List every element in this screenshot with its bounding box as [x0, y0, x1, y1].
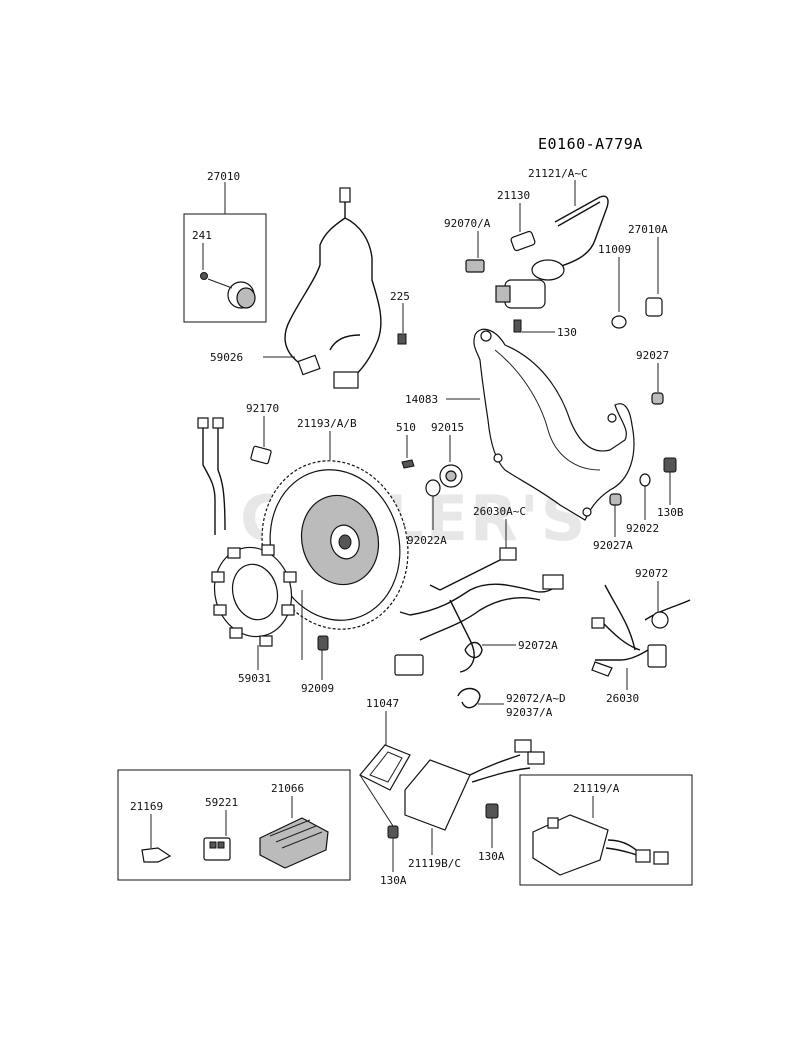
label-21121: 21121/A~C — [528, 167, 588, 180]
label-21066: 21066 — [271, 782, 304, 795]
label-59031: 59031 — [238, 672, 271, 685]
label-130: 130 — [557, 326, 577, 339]
part-26030-harness — [591, 584, 691, 677]
label-92072A: 92072A — [518, 639, 558, 652]
label-92070: 92070/A — [444, 217, 491, 230]
diagram-code: E0160-A779A — [538, 135, 643, 153]
label-510: 510 — [396, 421, 416, 434]
label-27010A: 27010A — [628, 223, 668, 236]
part-11047-regulator — [359, 739, 545, 831]
label-92072AD: 92072/A~D — [506, 692, 566, 705]
label-21130: 21130 — [497, 189, 530, 202]
part-59026-harness — [263, 187, 382, 389]
label-26030AC: 26030A~C — [473, 505, 526, 518]
label-130A-2: 130A — [478, 850, 505, 863]
label-92022: 92022 — [626, 522, 659, 535]
label-92170: 92170 — [246, 402, 279, 415]
label-92015: 92015 — [431, 421, 464, 434]
part-21121-ignition-coil — [495, 180, 609, 309]
label-92037A: 92037/A — [506, 706, 553, 719]
label-241: 241 — [192, 229, 212, 242]
label-21119A: 21119/A — [573, 782, 620, 795]
optional-parts-box-right — [519, 774, 693, 886]
label-14083: 14083 — [405, 393, 438, 406]
label-92072: 92072 — [635, 567, 668, 580]
label-92022A: 92022A — [407, 534, 447, 547]
label-27010: 27010 — [207, 170, 240, 183]
label-21119BC: 21119B/C — [408, 857, 461, 870]
label-130B: 130B — [657, 506, 684, 519]
label-21169: 21169 — [130, 800, 163, 813]
part-59031-stator — [197, 417, 297, 647]
label-92009: 92009 — [301, 682, 334, 695]
label-11009: 11009 — [598, 243, 631, 256]
label-59026: 59026 — [210, 351, 243, 364]
part-26030A-harness — [394, 547, 564, 676]
label-26030: 26030 — [606, 692, 639, 705]
part-27010-oil-switch-group — [183, 182, 267, 323]
part-21193-flywheel — [261, 460, 409, 630]
label-92027: 92027 — [636, 349, 669, 362]
label-130A-1: 130A — [380, 874, 407, 887]
label-59221: 59221 — [205, 796, 238, 809]
part-14083-cover — [473, 328, 635, 521]
optional-parts-box-left — [117, 769, 351, 881]
label-11047: 11047 — [366, 697, 399, 710]
label-225: 225 — [390, 290, 410, 303]
label-92027A: 92027A — [593, 539, 633, 552]
label-21193: 21193/A/B — [297, 417, 357, 430]
